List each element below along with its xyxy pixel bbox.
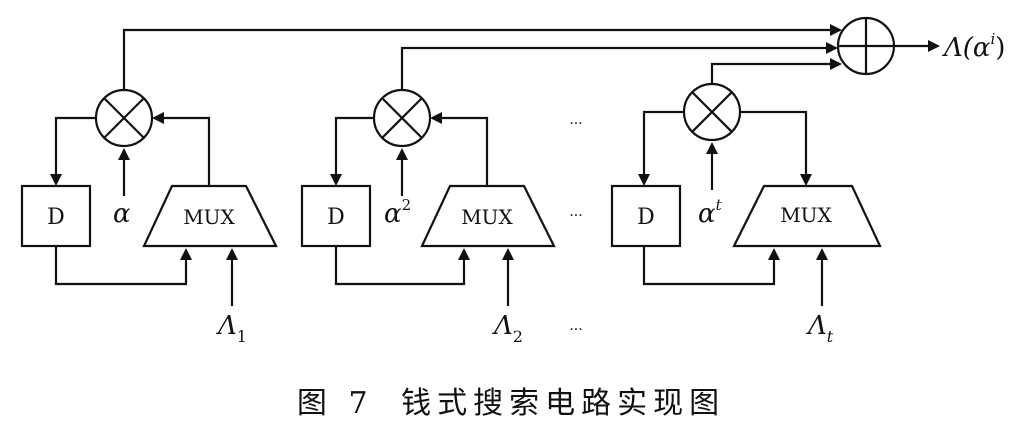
- output-label: Λ(αi): [942, 30, 1005, 63]
- mux-label-t: MUX: [780, 203, 832, 227]
- stage-t: D MUX αt Λt: [610, 82, 882, 346]
- mux-label-2: MUX: [461, 205, 513, 229]
- lambda-label-2: Λ2: [492, 311, 523, 346]
- summation: Λ(αi): [122, 16, 1005, 90]
- ellipsis-top: ···: [569, 116, 582, 132]
- alpha-label-1: α: [113, 199, 131, 229]
- figure-title: 钱式搜索电路实现图: [401, 386, 726, 421]
- figure-number: 图 7: [296, 386, 374, 421]
- lambda-label-t: Λt: [806, 311, 834, 346]
- lambda-label-1: Λ1: [216, 311, 247, 346]
- mux-2: [420, 184, 556, 248]
- alpha-label-2: α2: [384, 196, 411, 229]
- mux-t: [732, 184, 882, 248]
- stage-1: D MUX α Λ1: [20, 88, 278, 346]
- chien-search-circuit-diagram: D MUX α Λ1 D MUX: [20, 16, 1005, 346]
- delay-block-t: [610, 184, 682, 248]
- figure-caption: 图 7 钱式搜索电路实现图: [0, 378, 1022, 422]
- stage-2: D MUX α2 Λ2: [300, 88, 556, 346]
- delay-label-1: D: [47, 205, 65, 230]
- delay-block-1: [20, 184, 92, 248]
- delay-label-2: D: [327, 205, 345, 230]
- ellipsis-middle: ···: [569, 208, 582, 224]
- alpha-label-t: αt: [698, 196, 723, 229]
- mux-1: [142, 184, 278, 248]
- mux-label-1: MUX: [183, 205, 235, 229]
- delay-label-t: D: [637, 205, 655, 230]
- ellipsis-bottom: ···: [569, 322, 582, 338]
